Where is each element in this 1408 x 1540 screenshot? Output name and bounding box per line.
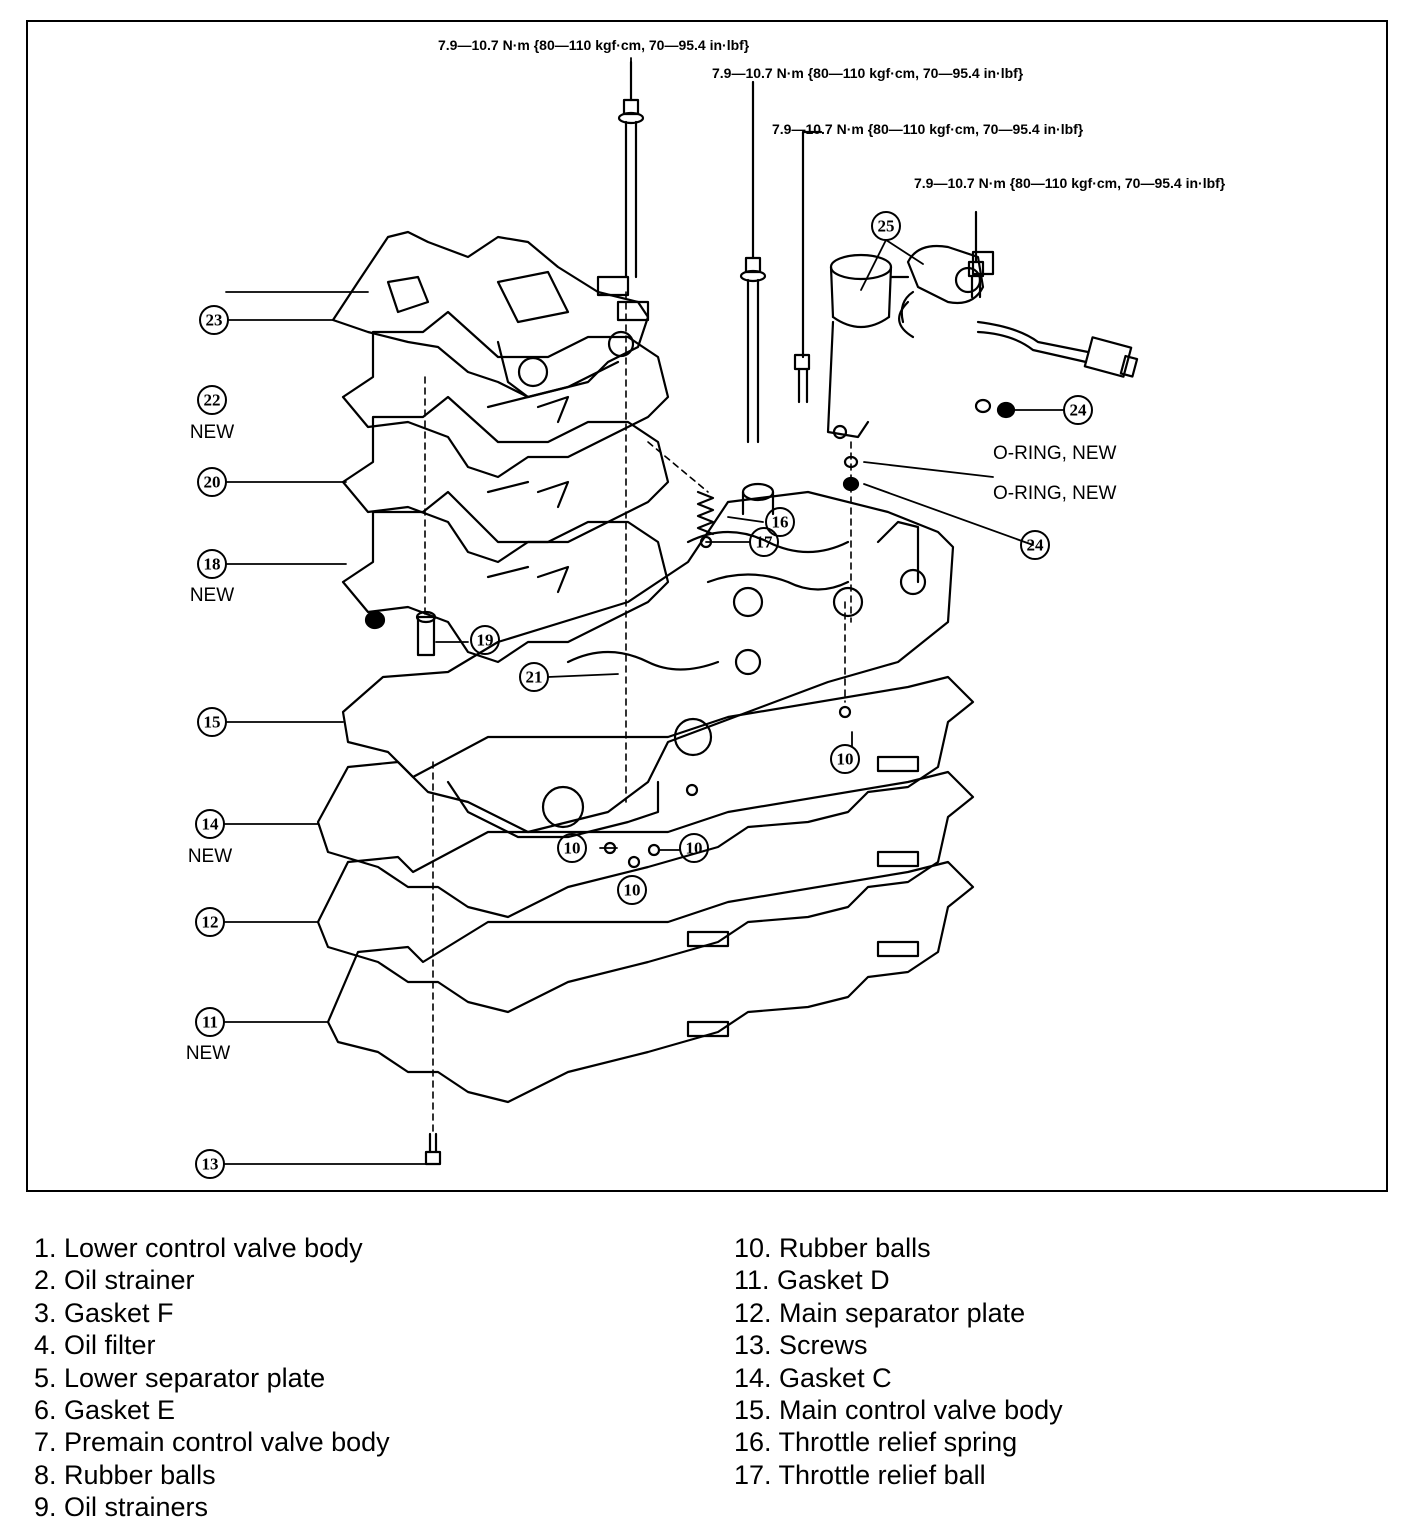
legend-item: 16. Throttle relief spring [734, 1427, 1018, 1458]
callout-21: 21 [526, 668, 543, 687]
callout-10-middle: 10 [686, 839, 703, 858]
gasket-18-plate [341, 490, 670, 664]
legend-item: 12. Main separator plate [734, 1297, 1026, 1328]
new-note-14: NEW [188, 846, 232, 867]
torque-spec-4: 7.9—10.7 N·m {80—110 kgf·cm, 70—95.4 in·… [914, 175, 1226, 191]
callout-10-bottom: 10 [624, 881, 641, 900]
o-ring-parts [842, 398, 1016, 492]
callout-23: 23 [206, 311, 223, 330]
wire-harness-connector [976, 320, 1139, 378]
oring-note-lower: O-RING, NEW [993, 483, 1117, 504]
new-note-18: NEW [190, 585, 234, 606]
main-separator-plate [316, 770, 975, 1014]
callout-17: 17 [756, 533, 774, 552]
callout-10-right: 10 [837, 750, 854, 769]
torque-spec-3: 7.9—10.7 N·m {80—110 kgf·cm, 70—95.4 in·… [772, 121, 1084, 137]
screw-13 [424, 1132, 442, 1166]
callout-22: 22 [204, 391, 221, 410]
exploded-view-diagram: 7.9—10.7 N·m {80—110 kgf·cm, 70—95.4 in·… [186, 37, 1226, 1179]
legend-item: 17. Throttle relief ball [734, 1459, 986, 1490]
legend-item: 5. Lower separator plate [34, 1362, 326, 1393]
torque-leaders [630, 57, 754, 89]
legend-item: 9. Oil strainers [34, 1492, 209, 1523]
gasket-22-plate [341, 310, 670, 479]
legend-item: 8. Rubber balls [34, 1459, 216, 1490]
callout-13: 13 [202, 1155, 219, 1174]
legend-item: 14. Gasket C [734, 1362, 892, 1393]
solenoid-valve-1 [826, 253, 910, 440]
callout-circles [195, 211, 1093, 1179]
diagram-frame: 7.9—10.7 N·m {80—110 kgf·cm, 70—95.4 in·… [26, 20, 1388, 1192]
callout-24-lower: 24 [1027, 536, 1045, 555]
callout-20: 20 [204, 473, 221, 492]
callout-14: 14 [202, 815, 220, 834]
legend-item: 7. Premain control valve body [34, 1427, 390, 1458]
callout-15: 15 [204, 713, 221, 732]
throttle-relief-spring [696, 482, 775, 536]
callout-10-left: 10 [564, 839, 581, 858]
callout-12: 12 [202, 913, 219, 932]
gasket-20-plate [341, 395, 670, 564]
callout-25: 25 [878, 217, 895, 236]
new-note-22: NEW [190, 422, 234, 443]
legend-item: 11. Gasket D [734, 1265, 890, 1296]
leader-lines [223, 239, 1065, 1165]
callout-24-upper: 24 [1070, 401, 1088, 420]
bolt-1 [617, 60, 645, 279]
callout-18: 18 [204, 555, 221, 574]
gasket-c-plate [316, 675, 975, 919]
main-control-valve-body [341, 490, 955, 839]
legend-item: 2. Oil strainer [34, 1265, 195, 1296]
oring-note-upper: O-RING, NEW [993, 443, 1117, 464]
bolt-2 [739, 80, 767, 444]
bolt-3 [793, 130, 823, 404]
callout-16: 16 [772, 513, 789, 532]
premain-control-valve-body [331, 230, 650, 399]
legend-item: 4. Oil filter [34, 1330, 156, 1361]
legend-item: 13. Screws [734, 1330, 868, 1361]
legend-column-left: 1. Lower control valve body 2. Oil strai… [34, 1232, 390, 1524]
legend-column-right: 10. Rubber balls 11. Gasket D 12. Main s… [734, 1232, 1063, 1491]
alignment-lines [424, 291, 852, 1133]
callout-19: 19 [477, 631, 494, 650]
strainer-parts [364, 610, 437, 657]
solenoid-valve-2 [898, 244, 995, 339]
legend-item: 15. Main control valve body [734, 1395, 1063, 1426]
new-note-11: NEW [186, 1043, 230, 1064]
callout-11: 11 [202, 1013, 218, 1032]
legend-item: 10. Rubber balls [734, 1233, 931, 1263]
parts-legend: 1. Lower control valve body 2. Oil strai… [0, 1232, 1408, 1532]
legend-item: 3. Gasket F [34, 1297, 174, 1328]
gasket-d-plate [326, 860, 975, 1104]
torque-spec-2: 7.9—10.7 N·m {80—110 kgf·cm, 70—95.4 in·… [712, 65, 1024, 81]
torque-spec-1: 7.9—10.7 N·m {80—110 kgf·cm, 70—95.4 in·… [438, 37, 750, 53]
legend-item: 1. Lower control valve body [34, 1233, 363, 1263]
legend-item: 6. Gasket E [34, 1395, 176, 1426]
